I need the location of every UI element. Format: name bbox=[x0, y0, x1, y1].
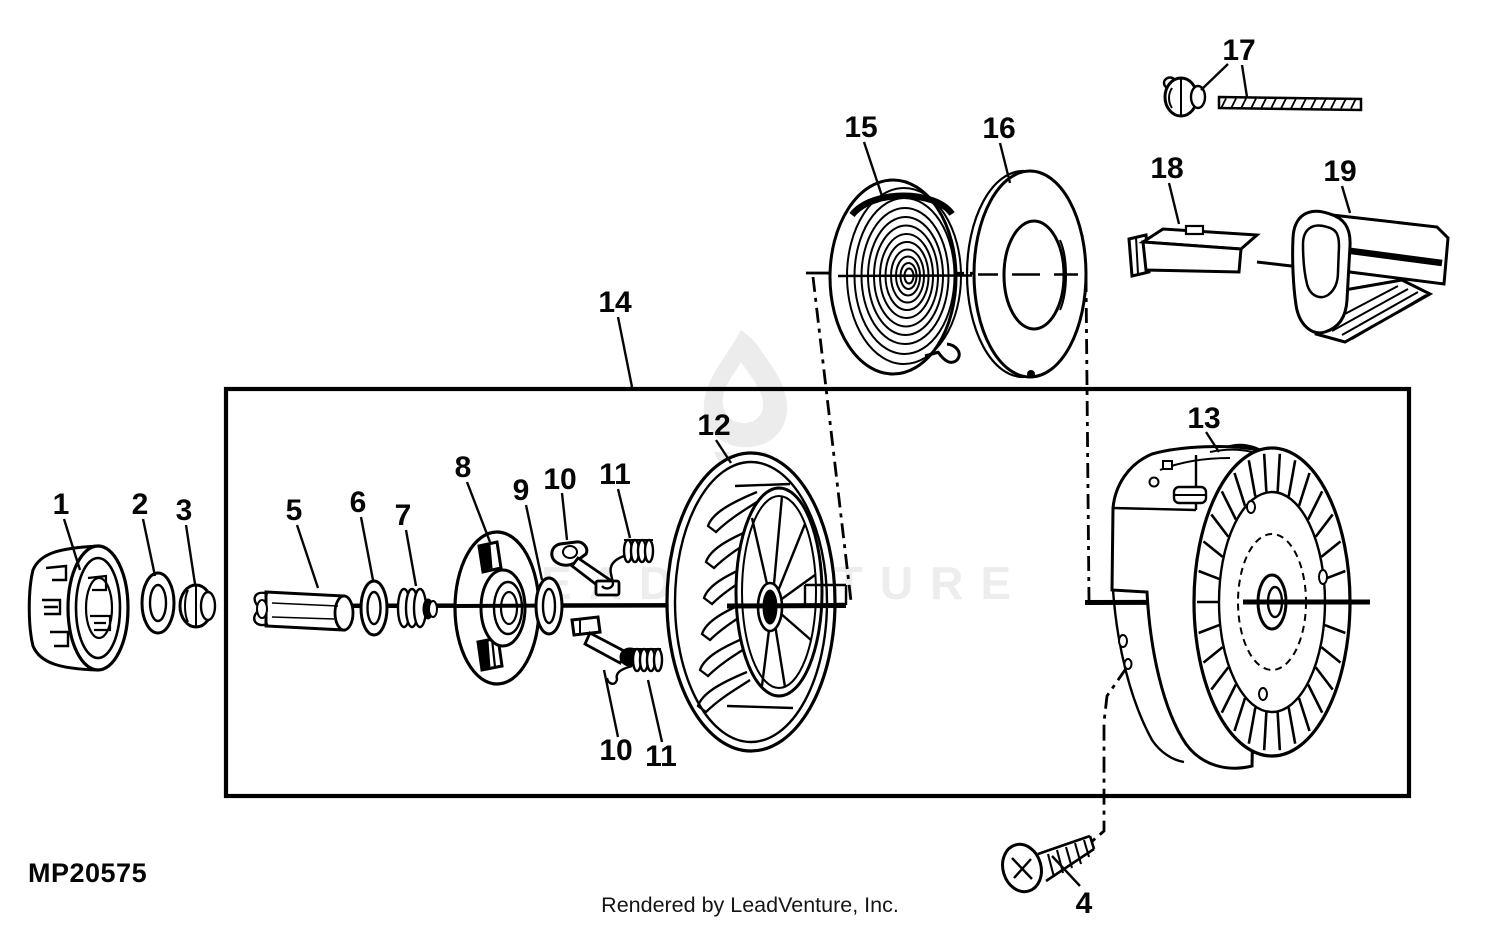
rod-threads bbox=[1220, 98, 1357, 109]
svg-text:11: 11 bbox=[645, 740, 677, 773]
callout-6[interactable]: 6 bbox=[350, 486, 375, 581]
part-pin-shaft bbox=[253, 590, 355, 632]
footer-credit: Rendered by LeadVenture, Inc. bbox=[601, 893, 899, 917]
spring-to-pulley-centerline bbox=[811, 276, 853, 602]
flywheel-fins bbox=[1197, 453, 1347, 751]
svg-text:8: 8 bbox=[455, 451, 472, 484]
svg-text:17: 17 bbox=[1222, 34, 1255, 67]
svg-text:3: 3 bbox=[176, 494, 193, 527]
callout-14[interactable]: 14 bbox=[598, 286, 634, 388]
svg-text:7: 7 bbox=[395, 499, 412, 532]
part-screw bbox=[1001, 834, 1096, 894]
svg-text:1: 1 bbox=[53, 488, 70, 521]
svg-text:2: 2 bbox=[132, 488, 149, 521]
callout-2[interactable]: 2 bbox=[132, 488, 157, 577]
svg-text:15: 15 bbox=[844, 111, 877, 144]
part-washer-6 bbox=[359, 579, 389, 637]
part-recoil-spring bbox=[828, 178, 973, 376]
callout-15[interactable]: 15 bbox=[844, 111, 884, 197]
callout-17[interactable]: 17 bbox=[1200, 34, 1256, 98]
part-washer-2 bbox=[140, 571, 176, 635]
svg-text:16: 16 bbox=[982, 112, 1015, 145]
callout-4[interactable]: 4 bbox=[1051, 855, 1093, 920]
callouts: 1 2 3 5 6 7 8 9 10 11 10 11 12 13 14 15 … bbox=[53, 34, 1357, 920]
svg-text:13: 13 bbox=[1187, 402, 1220, 435]
part-friction-plate bbox=[965, 169, 1088, 379]
svg-text:4: 4 bbox=[1076, 887, 1093, 920]
svg-text:14: 14 bbox=[598, 286, 632, 319]
svg-text:11: 11 bbox=[599, 458, 631, 491]
diagram-code: MP20575 bbox=[28, 858, 147, 888]
svg-text:10: 10 bbox=[543, 463, 576, 496]
svg-text:9: 9 bbox=[513, 474, 530, 507]
part-spring-washers bbox=[396, 587, 438, 629]
part-blower-housing bbox=[1110, 443, 1370, 770]
callout-9[interactable]: 9 bbox=[513, 474, 544, 581]
callout-12[interactable]: 12 bbox=[697, 409, 733, 464]
svg-text:19: 19 bbox=[1323, 155, 1356, 188]
callout-11-upper[interactable]: 11 bbox=[599, 458, 632, 539]
assembly-box-outline bbox=[223, 386, 1412, 799]
callout-18[interactable]: 18 bbox=[1150, 152, 1184, 225]
svg-text:5: 5 bbox=[286, 494, 303, 527]
callout-11-lower[interactable]: 11 bbox=[645, 679, 677, 773]
svg-text:18: 18 bbox=[1150, 152, 1183, 185]
part-nut-17 bbox=[1162, 76, 1207, 118]
screw-centerline bbox=[1089, 666, 1129, 845]
plate-to-flywheel-centerline bbox=[1084, 276, 1091, 602]
part-washer-9 bbox=[534, 576, 564, 636]
callout-16[interactable]: 16 bbox=[982, 112, 1016, 184]
part-pawl-spring-upper bbox=[601, 538, 655, 590]
callout-1[interactable]: 1 bbox=[53, 488, 82, 571]
part-threaded-rod bbox=[1217, 95, 1363, 112]
callout-8[interactable]: 8 bbox=[455, 451, 492, 543]
callout-10-lower[interactable]: 10 bbox=[599, 669, 633, 767]
callout-7[interactable]: 7 bbox=[395, 499, 418, 587]
svg-text:10: 10 bbox=[599, 734, 632, 767]
callout-10-upper[interactable]: 10 bbox=[543, 463, 577, 541]
part-cam-plate bbox=[453, 530, 541, 686]
part-starter-handle bbox=[1291, 209, 1450, 344]
part-handle-insert bbox=[1127, 224, 1301, 278]
part-pawl-spring-lower bbox=[605, 647, 664, 685]
callout-5[interactable]: 5 bbox=[286, 494, 320, 589]
svg-text:6: 6 bbox=[350, 486, 367, 519]
callout-19[interactable]: 19 bbox=[1323, 155, 1357, 214]
callout-13[interactable]: 13 bbox=[1187, 402, 1221, 453]
svg-text:12: 12 bbox=[697, 409, 730, 442]
part-starter-cup bbox=[27, 544, 130, 672]
part-starter-pulley bbox=[665, 451, 848, 753]
part-nut-3 bbox=[178, 583, 217, 629]
callout-3[interactable]: 3 bbox=[176, 494, 197, 585]
